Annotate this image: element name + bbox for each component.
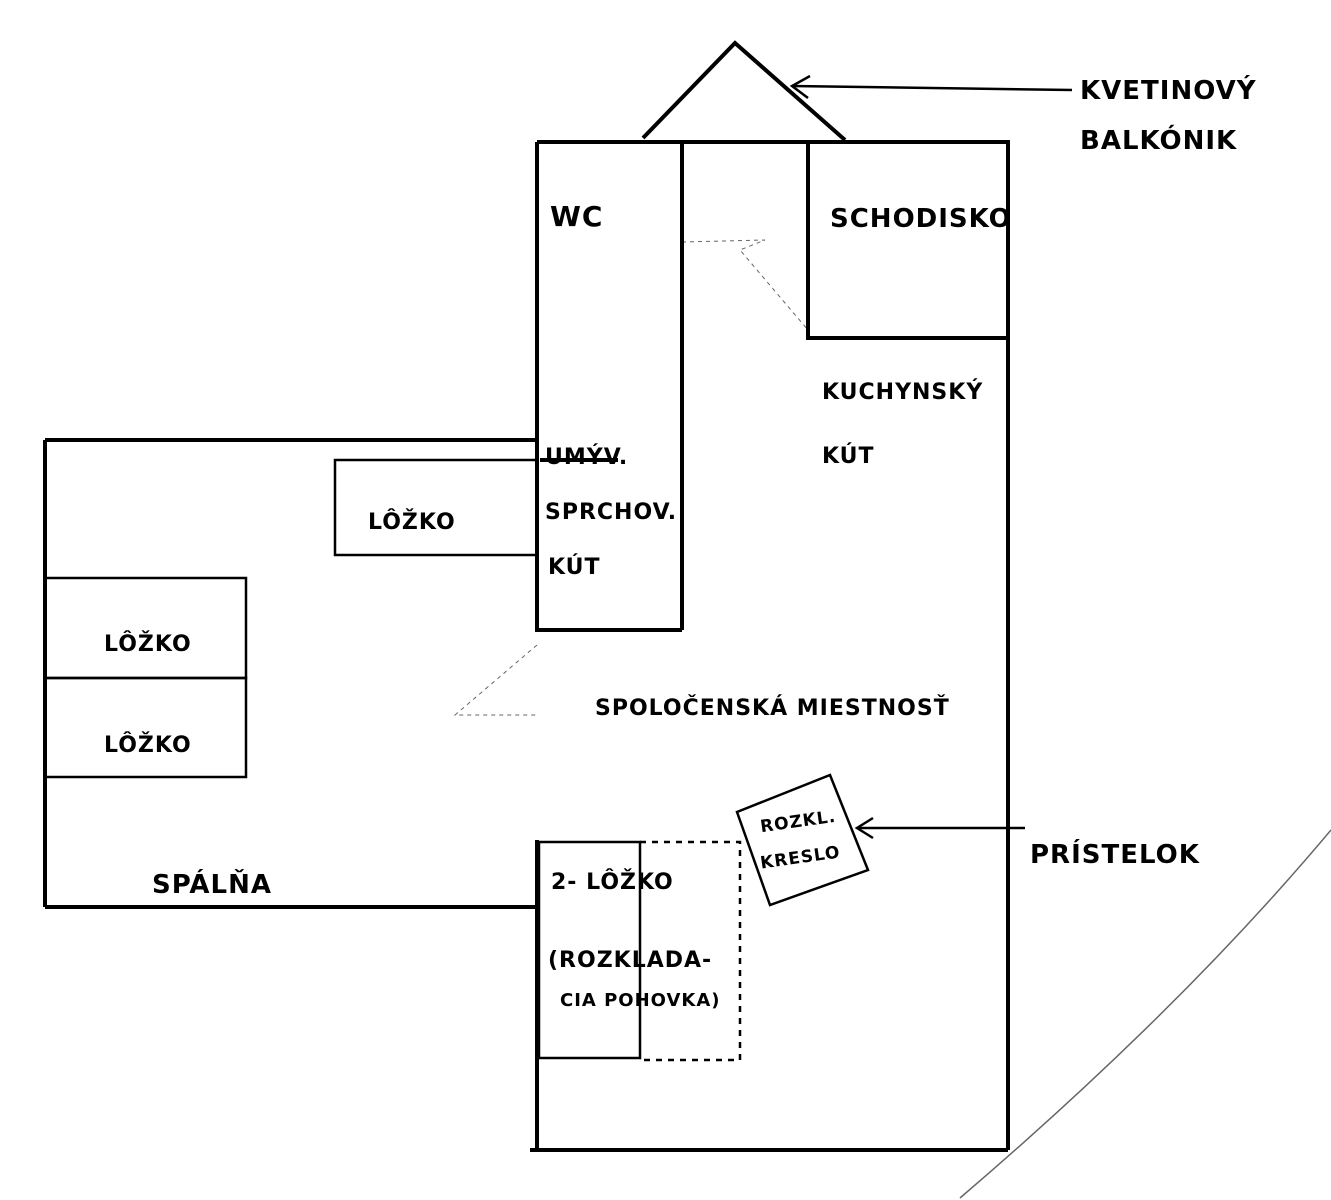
- bedroom-label: SPÁLŇA: [152, 870, 272, 900]
- bed-left-1-shape: [43, 576, 248, 680]
- bed-left-2-label: LÔŽKO: [104, 733, 192, 758]
- shower-label-line1: SPRCHOV.: [545, 500, 678, 525]
- balcony-label-line2: BALKÓNIK: [1080, 126, 1238, 156]
- bed-top-label: LÔŽKO: [368, 510, 456, 535]
- side-table-arrowhead: [854, 816, 874, 840]
- bed-left-1-label: LÔŽKO: [104, 632, 192, 657]
- balcony-arrow-line: [791, 84, 1073, 92]
- kitchen-label-line1: KUCHYNSKÝ: [822, 380, 984, 405]
- double-bed-shape: [537, 840, 642, 1060]
- sofa-label-line2: CIA POHOVKA): [560, 990, 721, 1011]
- living-room-label: SPOLOČENSKÁ MIESTNOSŤ: [595, 696, 950, 721]
- stairs-label: SCHODISKO: [830, 204, 1012, 234]
- balcony-arrowhead: [789, 74, 811, 99]
- sofa-extension-dotted: [640, 840, 742, 1062]
- side-table-label: PRÍSTELOK: [1030, 840, 1200, 870]
- door-swing-hall: [681, 239, 809, 331]
- balcony-label-line1: KVETINOVÝ: [1080, 76, 1257, 106]
- sofa-label-line1: (ROZKLADA-: [548, 948, 713, 973]
- sink-label: UMÝV.: [545, 445, 629, 470]
- terrain-curve: [959, 829, 1331, 1199]
- door-swing-bedroom: [453, 644, 538, 716]
- kitchen-label-line2: KÚT: [822, 444, 875, 469]
- bed-top-shape: [333, 458, 539, 557]
- balcony-outline: [641, 40, 847, 142]
- armchair-shape: [735, 773, 870, 907]
- double-bed-label: 2- LÔŽKO: [551, 870, 674, 895]
- wc-label: WC: [550, 200, 604, 233]
- bed-left-2-shape: [43, 676, 248, 779]
- shower-label-line2: KÚT: [548, 555, 601, 580]
